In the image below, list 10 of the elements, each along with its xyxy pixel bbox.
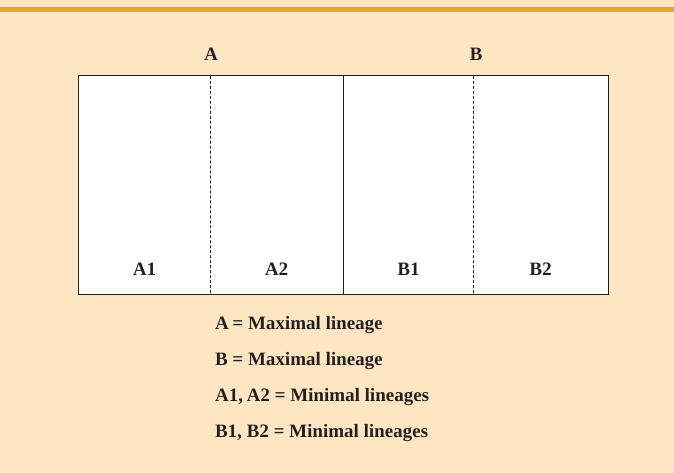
- lineage-label: B2: [528, 259, 553, 281]
- lineage-heading: A: [203, 44, 219, 66]
- lineage-label: A2: [264, 259, 290, 281]
- lineage-heading: B: [468, 44, 484, 66]
- key-note: B = Maximal lineage: [215, 349, 383, 371]
- key-note: A1, A2 = Minimal lineages: [215, 385, 430, 407]
- key-note: B1, B2 = Minimal lineages: [215, 421, 428, 443]
- key-note: A = Maximal lineage: [215, 313, 383, 335]
- lineage-label: A1: [132, 259, 158, 281]
- lineage-label: B1: [396, 259, 421, 281]
